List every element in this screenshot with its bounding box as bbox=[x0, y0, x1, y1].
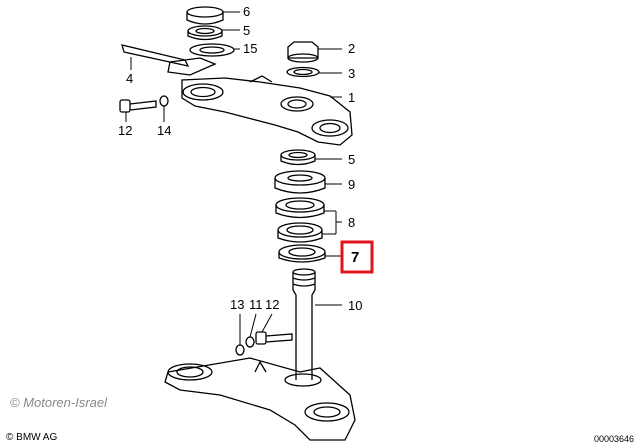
label-part-12-bottom: 12 bbox=[265, 297, 279, 312]
part-11-washer bbox=[245, 336, 255, 348]
label-part-4: 4 bbox=[126, 71, 133, 86]
label-part-14: 14 bbox=[157, 123, 171, 138]
document-id: 00003646 bbox=[593, 434, 634, 444]
part-6-cap bbox=[186, 6, 224, 25]
label-part-12-top: 12 bbox=[118, 123, 132, 138]
part-9-seal bbox=[274, 170, 326, 194]
part-2-bolt-cap bbox=[287, 41, 319, 63]
part-7-race bbox=[278, 244, 326, 263]
label-part-13: 13 bbox=[230, 297, 244, 312]
part-8-bearing-upper bbox=[275, 197, 325, 219]
label-part-6: 6 bbox=[243, 4, 250, 19]
part-1-upper-bridge bbox=[181, 75, 353, 146]
part-3-washer bbox=[286, 66, 320, 78]
part-4-lever bbox=[121, 44, 217, 76]
leader-lines bbox=[125, 11, 342, 345]
label-part-9: 9 bbox=[348, 177, 355, 192]
part-15-washer bbox=[189, 43, 235, 57]
part-12-top-bolt bbox=[119, 99, 157, 113]
label-part-15: 15 bbox=[243, 41, 257, 56]
part-10-steering-stem bbox=[164, 268, 356, 441]
part-8-bearing-lower bbox=[277, 222, 323, 243]
highlight-box bbox=[340, 240, 374, 274]
label-part-2: 2 bbox=[348, 41, 355, 56]
label-part-5-mid: 5 bbox=[348, 152, 355, 167]
part-14-washer bbox=[159, 95, 169, 107]
label-part-8: 8 bbox=[348, 215, 355, 230]
part-5-top-nut bbox=[187, 25, 223, 41]
label-part-7: 7 bbox=[351, 249, 359, 266]
part-12-bottom-bolt bbox=[255, 331, 293, 345]
label-part-10: 10 bbox=[348, 298, 362, 313]
part-5-mid-nut bbox=[280, 149, 316, 166]
label-part-3: 3 bbox=[348, 66, 355, 81]
label-part-5-top: 5 bbox=[243, 23, 250, 38]
watermark: © Motoren-Israel bbox=[10, 395, 107, 410]
part-13-washer bbox=[235, 344, 245, 356]
label-part-1: 1 bbox=[348, 90, 355, 105]
label-part-11: 11 bbox=[249, 297, 263, 312]
copyright: © BMW AG bbox=[6, 432, 58, 443]
